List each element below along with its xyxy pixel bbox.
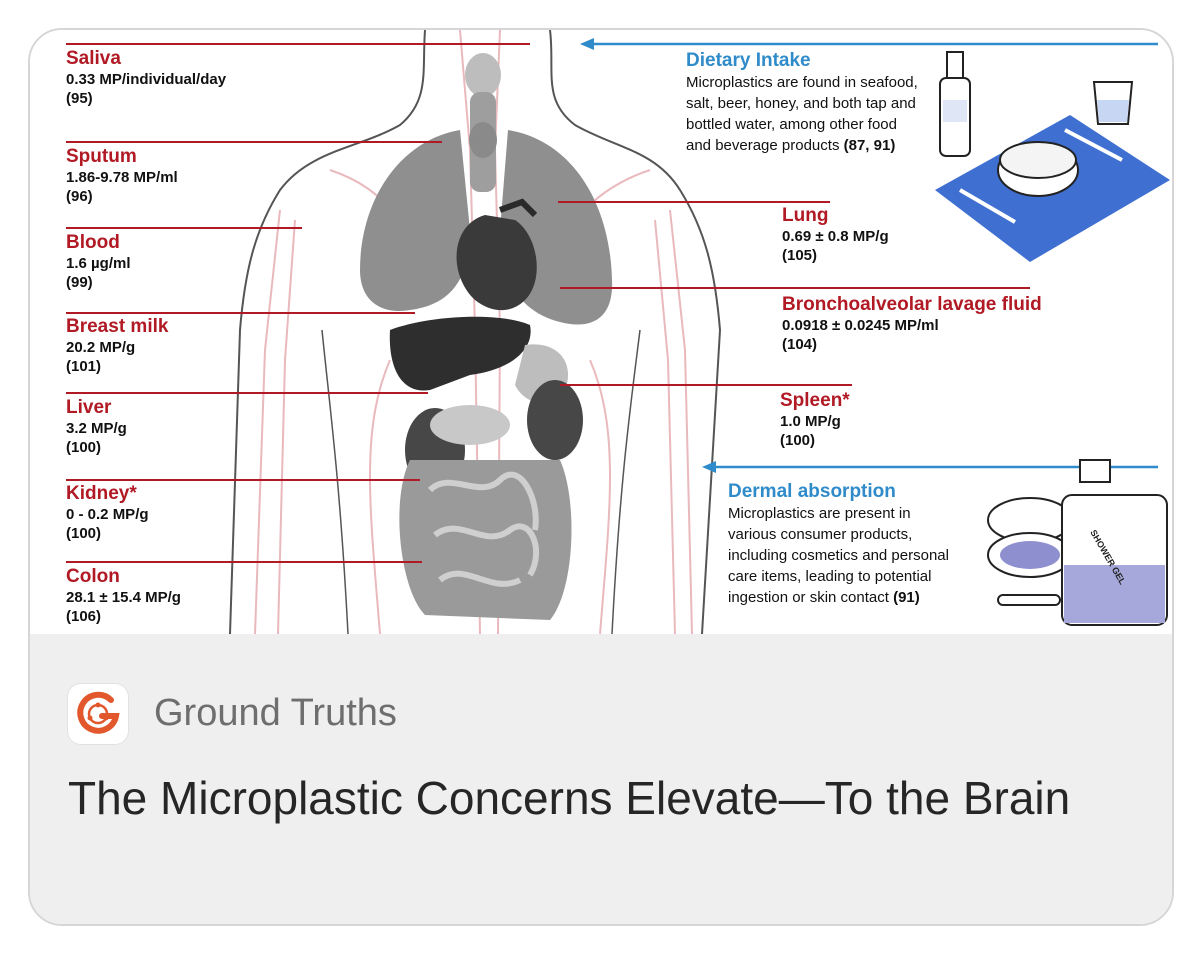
label-colon: Colon 28.1 ± 15.4 MP/g (106) <box>66 566 181 626</box>
label-value: 3.2 MP/g <box>66 420 127 437</box>
water-bottle-icon <box>939 51 971 157</box>
label-lung: Lung 0.69 ± 0.8 MP/g (105) <box>782 205 889 265</box>
label-value: 1.6 µg/ml <box>66 255 131 272</box>
label-value: 0.0918 ± 0.0245 MP/ml <box>782 317 939 334</box>
label-value: 1.86-9.78 MP/ml <box>66 169 178 186</box>
label-title: Sputum <box>66 146 137 167</box>
dermal-last-line: ingestion or skin contact <box>728 589 894 606</box>
food-tray-icon <box>935 115 1170 262</box>
dermal-line: various consumer products, <box>728 526 913 543</box>
label-ref: (95) <box>66 90 93 107</box>
dietary-line: salt, beer, honey, and both tap and <box>686 95 916 112</box>
dietary-intake-block: Dietary Intake Microplastics are found i… <box>686 50 956 156</box>
label-liver: Liver 3.2 MP/g (100) <box>66 397 127 457</box>
body-illustration: SHOWER GEL <box>66 30 1170 634</box>
label-value: 0.69 ± 0.8 MP/g <box>782 228 889 245</box>
label-title: Blood <box>66 232 120 253</box>
dermal-line: care items, leading to potential <box>728 568 932 585</box>
label-title: Lung <box>782 205 829 226</box>
label-title: Spleen* <box>780 390 850 411</box>
label-ref: (104) <box>782 336 818 353</box>
dietary-title: Dietary Intake <box>686 50 811 71</box>
label-title: Colon <box>66 566 120 587</box>
article-headline[interactable]: The Microplastic Concerns Elevate—To the… <box>68 772 1071 824</box>
label-ref: (105) <box>782 247 818 264</box>
dermal-desc: Microplastics are present in various con… <box>728 503 988 608</box>
label-spleen: Spleen* 1.0 MP/g (100) <box>780 390 850 450</box>
dietary-last-line: and beverage products <box>686 137 844 154</box>
label-title: Bronchoalveolar lavage fluid <box>782 294 1042 315</box>
label-value: 0 - 0.2 MP/g <box>66 506 149 523</box>
label-ref: (100) <box>780 432 816 449</box>
dietary-desc: Microplastics are found in seafood, salt… <box>686 72 956 156</box>
label-ref: (96) <box>66 188 93 205</box>
label-saliva: Saliva 0.33 MP/individual/day (95) <box>66 48 226 108</box>
label-blood: Blood 1.6 µg/ml (99) <box>66 232 131 292</box>
dietary-line: Microplastics are found in seafood, <box>686 74 918 91</box>
label-breast-milk: Breast milk 20.2 MP/g (101) <box>66 316 168 376</box>
compact-icon <box>987 497 1073 606</box>
label-bronchoalveolar: Bronchoalveolar lavage fluid 0.0918 ± 0.… <box>782 294 1042 354</box>
label-title: Liver <box>66 397 112 418</box>
microplastics-infographic: SHOWER GEL Saliva 0.33 MP/individual/day… <box>30 30 1172 634</box>
dietary-line: and beverage products (87, 91) <box>686 135 956 156</box>
dietary-ref: (87, 91) <box>843 137 896 154</box>
dermal-line: ingestion or skin contact (91) <box>728 587 988 608</box>
shower-gel-bottle-icon: SHOWER GEL <box>1061 459 1168 626</box>
label-title: Saliva <box>66 48 121 69</box>
label-title: Breast milk <box>66 316 169 337</box>
label-kidney: Kidney* 0 - 0.2 MP/g (100) <box>66 483 149 543</box>
label-value: 0.33 MP/individual/day <box>66 71 227 88</box>
dermal-line: Microplastics are present in <box>728 505 911 522</box>
label-ref: (106) <box>66 608 102 625</box>
label-value: 20.2 MP/g <box>66 339 136 356</box>
ground-truths-logo-icon <box>68 684 128 744</box>
label-ref: (100) <box>66 525 102 542</box>
dermal-line: including cosmetics and personal <box>728 547 949 564</box>
label-ref: (99) <box>66 274 93 291</box>
dermal-ref: (91) <box>893 589 920 606</box>
glass-icon <box>1092 81 1134 125</box>
dietary-line: bottled water, among other food <box>686 116 897 133</box>
label-ref: (101) <box>66 358 102 375</box>
label-title: Kidney* <box>66 483 137 504</box>
label-value: 1.0 MP/g <box>780 413 841 430</box>
dermal-absorption-block: Dermal absorption Microplastics are pres… <box>728 481 988 608</box>
label-value: 28.1 ± 15.4 MP/g <box>66 589 181 606</box>
label-ref: (100) <box>66 439 102 456</box>
dermal-title: Dermal absorption <box>728 481 896 502</box>
link-preview-card[interactable]: SHOWER GEL Saliva 0.33 MP/individual/day… <box>28 28 1174 926</box>
preview-footer: Ground Truths The Microplastic Concerns … <box>30 634 1172 924</box>
source-name: Ground Truths <box>154 692 397 734</box>
label-sputum: Sputum 1.86-9.78 MP/ml (96) <box>66 146 178 206</box>
